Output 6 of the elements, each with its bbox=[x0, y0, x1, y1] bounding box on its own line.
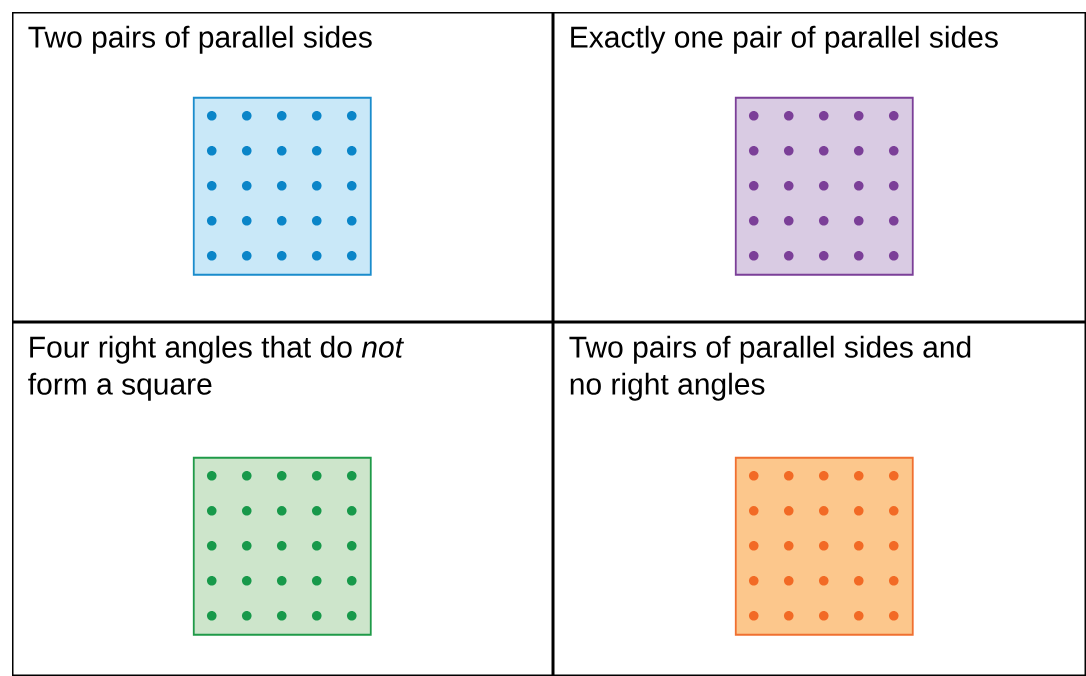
dot-grid-square bbox=[734, 456, 914, 636]
dot-grid-square bbox=[192, 456, 372, 636]
table-cell: Four right angles that do not form a square bbox=[12, 322, 553, 676]
dot-grid-square bbox=[734, 96, 914, 276]
table-cell: Two pairs of parallel sides bbox=[12, 12, 553, 322]
dot-grid-square bbox=[192, 96, 372, 276]
